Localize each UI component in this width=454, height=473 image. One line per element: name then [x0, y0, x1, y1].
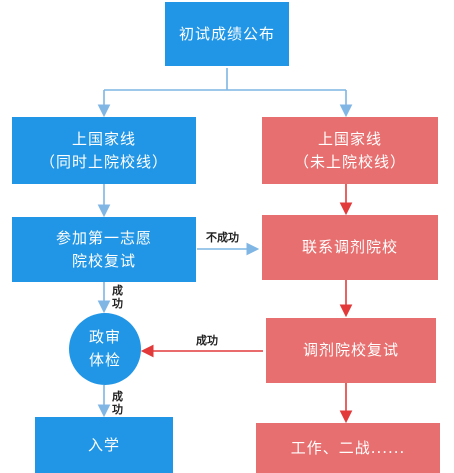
node-right2: 联系调剂院校 — [262, 215, 438, 280]
node-left1-line1: 上国家线 — [71, 129, 136, 148]
split-connector — [104, 68, 346, 91]
node-right1-line1: 上国家线 — [317, 129, 382, 148]
node-right3-label: 调剂院校复试 — [302, 341, 399, 359]
node-left2-line2: 院校复试 — [71, 251, 136, 270]
edge-label-success-b: 成功 — [196, 334, 218, 347]
node-top-label: 初试成绩公布 — [178, 24, 275, 43]
node-left4-label: 入学 — [87, 435, 120, 454]
node-left1: 上国家线 （同时上院校线） — [12, 117, 196, 184]
node-right1-line2: （未上院校线） — [293, 152, 406, 171]
node-right4-label: 工作、二战...... — [290, 438, 406, 457]
node-left3-line2: 体检 — [88, 351, 121, 369]
node-top: 初试成绩公布 — [165, 2, 289, 66]
node-left2: 参加第一志愿 院校复试 — [12, 217, 196, 282]
node-right4: 工作、二战...... — [256, 423, 440, 473]
node-right3: 调剂院校复试 — [266, 318, 436, 383]
node-left4: 入学 — [35, 417, 173, 473]
node-left2-line1: 参加第一志愿 — [55, 228, 152, 247]
node-right2-label: 联系调剂院校 — [301, 238, 398, 256]
edge-label-success-a: 成功 — [112, 284, 123, 310]
node-left1-line2: （同时上院校线） — [39, 152, 168, 171]
node-left3: 政审 体检 — [69, 313, 141, 385]
node-left3-line1: 政审 — [88, 328, 121, 346]
node-right1: 上国家线 （未上院校线） — [262, 117, 438, 184]
edge-label-fail: 不成功 — [206, 231, 239, 244]
edge-label-success-c: 成功 — [112, 390, 123, 416]
